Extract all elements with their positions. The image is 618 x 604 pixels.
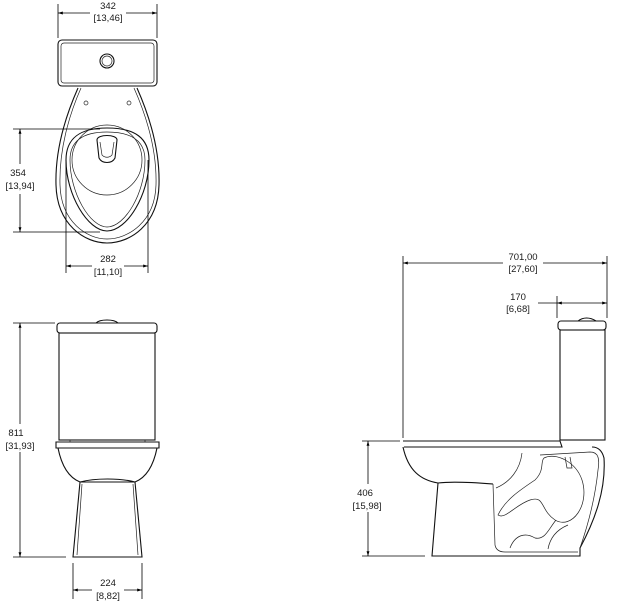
dim-tank-depth-in: [6,68] (506, 304, 530, 315)
dim-base-width-in: [8,82] (96, 591, 120, 602)
dim-opening-width-mm: 282 (100, 254, 116, 265)
dim-height-mm: 811 (8, 428, 23, 439)
tank-body (58, 332, 156, 441)
side-tank-lid (557, 320, 607, 331)
dim-opening-length-in: [13,94] (5, 181, 34, 192)
dim-height-in: [31,93] (5, 441, 34, 452)
side-bowl-front (402, 446, 494, 485)
side-tank-body (559, 329, 606, 441)
dim-tank-depth-mm: 170 (510, 292, 526, 303)
tank-top-outline (57, 39, 158, 87)
dim-base-width-mm: 224 (100, 578, 116, 589)
flush-button-icon (99, 53, 115, 69)
tank-lid (56, 322, 158, 334)
top-view: 342 [13,46] 354 [13,94] 282 [11,10] (5, 1, 160, 278)
seat-opening (65, 127, 150, 232)
dim-depth-in: [27,60] (508, 264, 537, 275)
dim-depth-mm: 701,00 (508, 252, 537, 263)
dim-opening-width-in: [11,10] (94, 267, 122, 278)
dim-width-in: [13,46] (93, 13, 122, 24)
side-view: 701,00 [27,60] 170 [6,68] 406 [15,98] (352, 252, 608, 557)
side-bowl-rim (403, 440, 563, 448)
dim-width-mm: 342 (100, 1, 116, 12)
side-pedestal (431, 446, 605, 557)
bowl-body (57, 447, 158, 483)
dim-seat-height-mm: 406 (357, 488, 373, 499)
trapway (497, 456, 585, 523)
pedestal (72, 478, 143, 558)
dim-seat-height-in: [15,98] (352, 501, 381, 512)
front-view: 811 [31,93] 224 [8,82] (5, 319, 160, 602)
bowl-rim (55, 441, 160, 449)
bowl-outline (55, 87, 160, 244)
dim-opening-length-mm: 354 (10, 168, 26, 179)
drain-outlet (96, 134, 118, 164)
